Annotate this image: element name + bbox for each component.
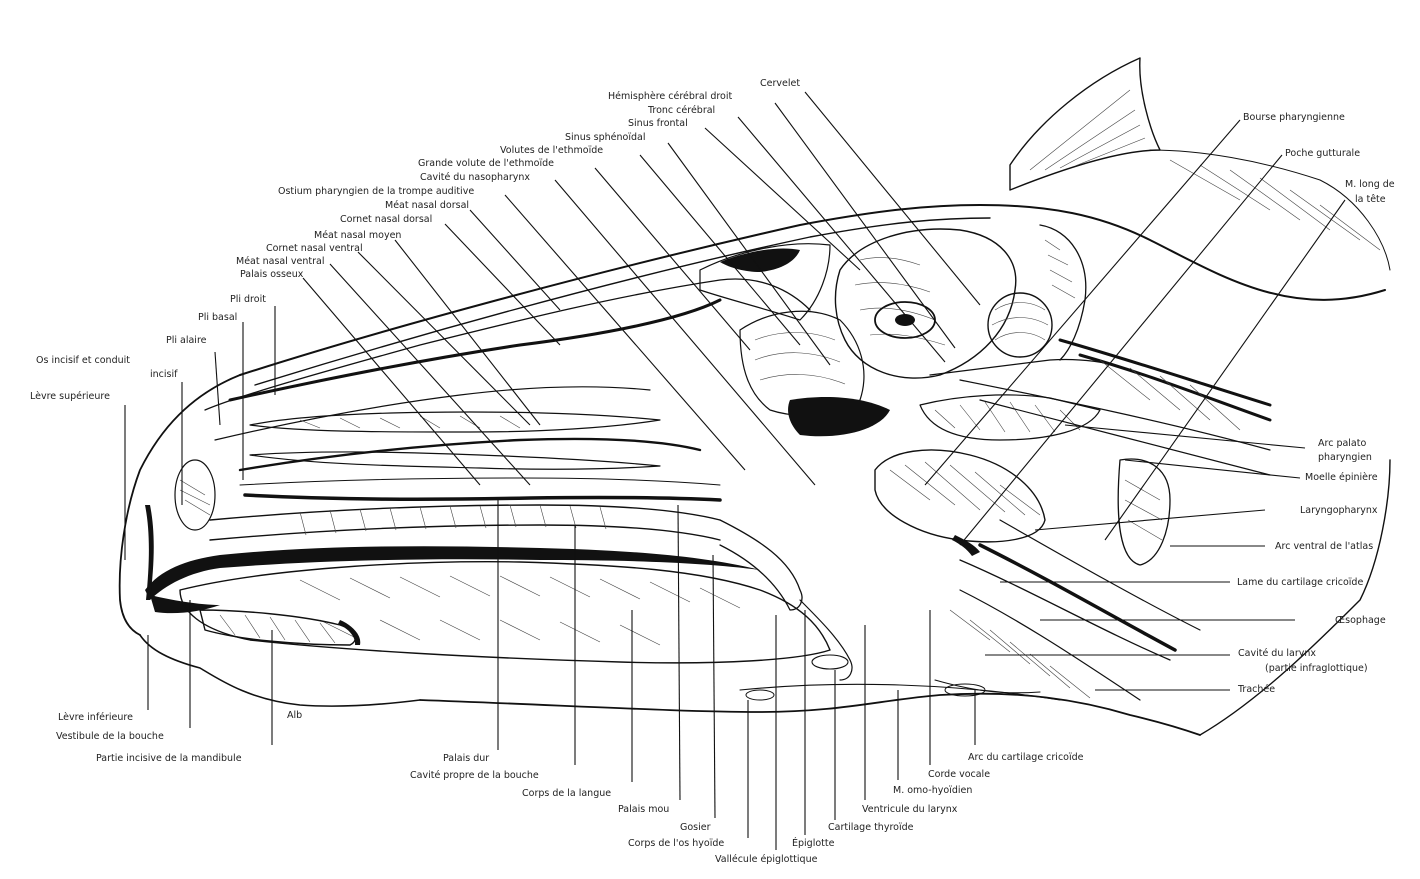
- label-os-incisif-1: Os incisif et conduit: [36, 355, 130, 366]
- label-pli-droit: Pli droit: [230, 294, 266, 305]
- label-sinus-frontal: Sinus frontal: [628, 118, 688, 129]
- label-pli-alaire: Pli alaire: [166, 335, 207, 346]
- label-oesophage: Œsophage: [1335, 615, 1386, 626]
- label-meat-dorsal: Méat nasal dorsal: [385, 200, 469, 211]
- label-grande-volute: Grande volute de l'ethmoïde: [418, 158, 554, 169]
- label-moelle: Moelle épinière: [1305, 472, 1378, 483]
- label-cavite-larynx-1: Cavité du larynx: [1238, 648, 1316, 659]
- label-tronc: Tronc cérébral: [647, 105, 715, 116]
- palate-and-mouth: [145, 505, 1060, 700]
- label-arc-cricoide: Arc du cartilage cricoïde: [968, 752, 1084, 763]
- label-poche-gutturale: Poche gutturale: [1285, 148, 1360, 159]
- label-arc-palato-1: Arc palato: [1318, 438, 1366, 449]
- label-sinus-sphenoidal: Sinus sphénoïdal: [565, 132, 646, 143]
- label-partie-incisive: Partie incisive de la mandibule: [96, 753, 242, 764]
- brain-and-skull: [700, 225, 1130, 440]
- label-corps-langue: Corps de la langue: [522, 788, 611, 799]
- nasal-cavity: [175, 279, 810, 530]
- label-cavite-larynx-2: (partie infraglottique): [1265, 663, 1368, 674]
- label-ostium: Ostium pharyngien de la trompe auditive: [278, 186, 474, 197]
- label-levre-inf: Lèvre inférieure: [58, 712, 133, 723]
- label-cavite-nasopharynx: Cavité du nasopharynx: [420, 172, 530, 183]
- label-alb: Alb: [287, 710, 302, 721]
- head-outline: [120, 58, 1390, 735]
- label-gosier: Gosier: [680, 822, 711, 833]
- leader-lines: [125, 92, 1345, 850]
- label-palais-osseux: Palais osseux: [240, 269, 304, 280]
- label-corde-vocale: Corde vocale: [928, 769, 990, 780]
- label-arc-ventral-atlas: Arc ventral de l'atlas: [1275, 541, 1373, 552]
- label-hemisphere: Hémisphère cérébral droit: [608, 91, 732, 102]
- label-bourse-pharyngienne: Bourse pharyngienne: [1243, 112, 1345, 123]
- label-volutes-ethmoide: Volutes de l'ethmoïde: [500, 145, 603, 156]
- labels: Cervelet Hémisphère cérébral droit Tronc…: [30, 78, 1395, 865]
- label-vestibule: Vestibule de la bouche: [56, 731, 164, 742]
- pharynx-larynx: [875, 340, 1270, 700]
- label-m-omo: M. omo-hyoïdien: [893, 785, 972, 796]
- label-vallecule: Vallécule épiglottique: [715, 854, 818, 865]
- label-os-incisif-2: incisif: [150, 369, 178, 380]
- label-ventricule-larynx: Ventricule du larynx: [862, 804, 958, 815]
- label-cornet-dorsal: Cornet nasal dorsal: [340, 214, 432, 225]
- label-epiglotte: Épiglotte: [792, 837, 835, 849]
- label-cavite-bouche: Cavité propre de la bouche: [410, 770, 539, 781]
- label-cornet-ventral: Cornet nasal ventral: [266, 243, 363, 254]
- label-pli-basal: Pli basal: [198, 312, 237, 323]
- label-cartilage-thyroide: Cartilage thyroïde: [828, 822, 914, 833]
- label-palais-mou: Palais mou: [618, 804, 669, 815]
- label-m-long-2: la tête: [1355, 194, 1386, 205]
- label-lame-cricoide: Lame du cartilage cricoïde: [1237, 577, 1363, 588]
- label-levre-sup: Lèvre supérieure: [30, 391, 110, 402]
- label-corps-hyoide: Corps de l'os hyoïde: [628, 838, 724, 849]
- label-laryngopharynx: Laryngopharynx: [1300, 505, 1378, 516]
- label-trachee: Trachée: [1237, 684, 1275, 695]
- label-meat-ventral: Méat nasal ventral: [236, 256, 324, 267]
- label-meat-moyen: Méat nasal moyen: [314, 230, 401, 241]
- label-m-long-1: M. long de: [1345, 179, 1395, 190]
- label-cervelet: Cervelet: [760, 78, 800, 89]
- label-arc-palato-2: pharyngien: [1318, 452, 1372, 463]
- label-palais-dur: Palais dur: [443, 753, 489, 764]
